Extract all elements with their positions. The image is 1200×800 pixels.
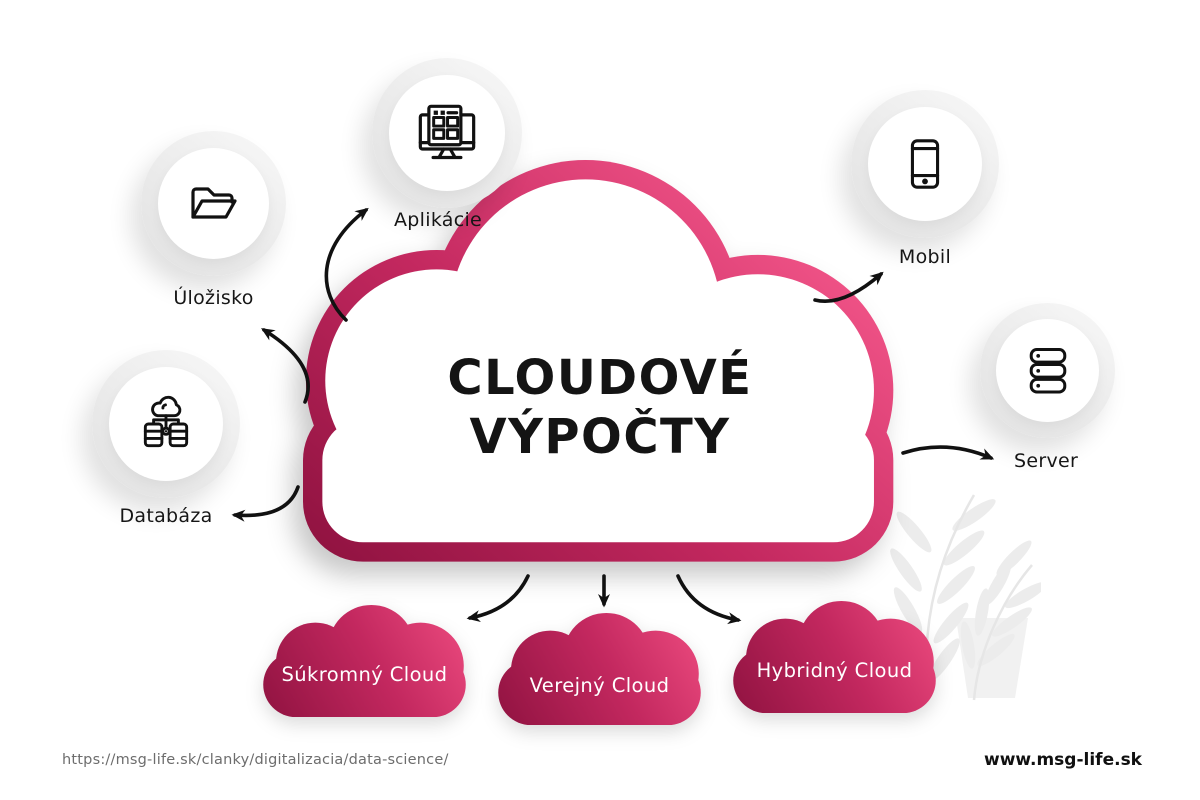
main-title-line2: VÝPOČTY — [469, 409, 731, 466]
small-cloud-shape — [733, 600, 936, 714]
arrow-to-hybridny-cloud — [676, 574, 742, 625]
node-label-aplikacie: Aplikácie — [394, 209, 483, 231]
cloud-hybridny: Hybridný Cloud — [731, 599, 938, 715]
arrow-to-sukromny-cloud — [466, 574, 530, 623]
arrow-to-databaza — [231, 485, 300, 522]
source-url: https://msg-life.sk/clanky/digitalizacia… — [62, 752, 449, 768]
node-label-databaza: Databáza — [119, 505, 213, 527]
open-folder-icon — [191, 187, 238, 220]
arrow-to-verejny-cloud — [598, 574, 610, 608]
small-cloud-shape — [498, 612, 701, 726]
badge-inner-circle — [995, 318, 1100, 423]
badge-inner-circle — [157, 147, 270, 260]
badge-inner-circle — [389, 75, 505, 191]
node-badge-mobil — [851, 90, 999, 238]
node-label-server: Server — [1014, 450, 1079, 472]
node-badge-databaza — [92, 350, 240, 498]
badge-inner-circle — [868, 107, 982, 221]
cloud-label-sukromny: Súkromný Cloud — [281, 663, 448, 686]
cloud-database-icon — [143, 395, 189, 448]
leaf-watermark — [890, 494, 1041, 701]
node-badge-ulozisko — [141, 131, 286, 276]
cloud-sukromny: Súkromný Cloud — [261, 603, 468, 719]
arrow-to-aplikacie — [324, 207, 369, 322]
smartphone-icon — [910, 139, 940, 189]
main-cloud-shape — [303, 160, 894, 562]
arrow-to-mobil — [813, 271, 884, 303]
node-label-mobil: Mobil — [898, 246, 952, 268]
node-badge-server — [980, 303, 1115, 438]
site-url: www.msg-life.sk — [983, 750, 1142, 770]
app-window-icon — [418, 104, 476, 160]
small-cloud-shape — [263, 604, 466, 718]
main-title: CLOUDOVÉ VÝPOČTY — [390, 349, 810, 467]
arrow-to-server — [901, 445, 995, 460]
badge-inner-circle — [109, 367, 223, 481]
arrow-to-ulozisko — [261, 328, 310, 404]
cloud-verejny: Verejný Cloud — [496, 611, 703, 727]
main-title-line1: CLOUDOVÉ — [447, 350, 753, 406]
server-rack-icon — [1029, 347, 1066, 393]
node-label-ulozisko: Úložisko — [173, 287, 254, 309]
cloud-label-verejny: Verejný Cloud — [529, 674, 670, 697]
node-badge-aplikacie — [372, 58, 522, 208]
cloud-label-hybridny: Hybridný Cloud — [756, 659, 913, 682]
